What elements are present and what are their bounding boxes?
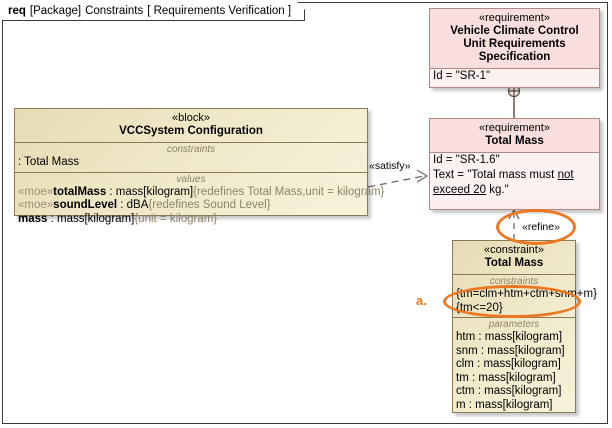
requirement-top-name-line1: Vehicle Climate Control (450, 25, 579, 37)
requirement-sub-name: Total Mass (485, 135, 544, 147)
requirement-top-stereotype: «requirement» (479, 12, 550, 24)
requirement-sub-properties-compartment: Id = "SR-1.6" Text = "Total mass must no… (430, 152, 599, 200)
annotation-highlight-constraints (443, 285, 581, 318)
value-moe-stereotype: «moe» (18, 185, 54, 198)
requirement-vehicle-climate-control-unit-requirements-specification[interactable]: «requirement» Vehicle Climate Control Un… (429, 8, 600, 88)
constraint-parameters-title: parameters (488, 319, 540, 330)
requirement-sub-text: Text = "Total mass must not exceed 20 kg… (433, 168, 596, 198)
requirement-sub-id: Id = "SR-1.6" (433, 154, 500, 166)
requirement-total-mass[interactable]: «requirement» Total Mass Id = "SR-1.6" T… (429, 118, 600, 210)
value-type: : mass[kilogram] (47, 212, 135, 225)
constraint-parameter-row: clm : mass[kilogram] (456, 358, 561, 370)
requirement-text-underline-exceed: exceed 20 (433, 183, 487, 196)
requirement-text-underline-not: not (557, 168, 574, 181)
constraint-parameter-row: ctm : mass[kilogram] (456, 385, 562, 397)
value-redefines: {redefines Total Mass,unit = kilogram} (193, 185, 385, 198)
block-value-row: mass : mass[kilogram]{unit = kilogram} (18, 213, 364, 227)
value-redefines: {unit = kilogram} (134, 212, 218, 225)
value-name: mass (18, 212, 48, 225)
frame-package-name: Constraints (85, 5, 144, 17)
requirement-top-id: Id = "SR-1" (433, 70, 491, 82)
block-header: «block» VCCSystem Configuration (15, 109, 367, 142)
constraint-name: Total Mass (484, 257, 544, 269)
requirement-top-properties-compartment: Id = "SR-1" (430, 68, 599, 86)
constraint-parameter-row: htm : mass[kilogram] (456, 331, 563, 343)
satisfy-connector-label: «satisfy» (369, 160, 411, 172)
value-redefines: {redefines Sound Level} (148, 199, 271, 211)
block-stereotype: «block» (172, 112, 210, 124)
value-type: : mass[kilogram] (106, 185, 194, 198)
requirement-sub-stereotype: «requirement» (479, 122, 550, 134)
value-type: : dBA (117, 199, 149, 211)
annotation-letter-a: a. (416, 293, 427, 308)
constraint-parameter-row: m : mass[kilogram] (456, 398, 553, 411)
block-vccsystem-configuration[interactable]: «block» VCCSystem Configuration constrai… (14, 108, 384, 225)
block-constraint-row: : Total Mass (18, 156, 80, 168)
block-values-title: values (176, 173, 206, 185)
constraint-block-total-mass[interactable]: «constraint» Total Mass constraints {tm=… (452, 240, 597, 414)
frame-keyword: req (8, 5, 26, 17)
requirement-top-name-line2: Unit Requirements (463, 38, 566, 50)
block-name: VCCSystem Configuration (119, 125, 263, 137)
annotation-highlight-refine (496, 209, 576, 245)
requirement-top-name-line3: Specification (478, 51, 551, 63)
requirement-sub-header: «requirement» Total Mass (430, 119, 599, 152)
constraint-parameters-compartment: parameters htm : mass[kilogram] snm : ma… (453, 317, 575, 414)
frame-view-name: [ Requirements Verification ] (147, 5, 292, 17)
value-name: totalMass (53, 185, 107, 198)
frame-type: [Package] (29, 5, 82, 17)
constraint-parameter-row: snm : mass[kilogram] (456, 344, 565, 357)
requirement-text-suffix: kg." (486, 183, 509, 196)
block-value-row: «moe»totalMass : mass[kilogram]{redefine… (18, 185, 384, 200)
block-values-compartment: values «moe»totalMass : mass[kilogram]{r… (15, 171, 384, 229)
block-constraints-compartment: constraints : Total Mass (15, 142, 367, 172)
constraint-stereotype: «constraint» (484, 244, 544, 256)
constraint-parameter-row: tm : mass[kilogram] (456, 371, 556, 384)
diagram-frame-tab: req [Package] Constraints [ Requirements… (2, 2, 305, 21)
value-name: soundLevel (53, 199, 118, 211)
block-value-row: «moe»soundLevel : dBA{redefines Sound Le… (18, 199, 364, 213)
constraint-header: «constraint» Total Mass (453, 241, 575, 274)
block-constraints-title: constraints (166, 144, 216, 155)
constraint-constraints-title: constraints (489, 276, 539, 287)
requirement-text-prefix: Text = "Total mass must (433, 168, 558, 181)
value-moe-stereotype: «moe» (18, 199, 54, 211)
requirement-top-header: «requirement» Vehicle Climate Control Un… (430, 9, 599, 68)
